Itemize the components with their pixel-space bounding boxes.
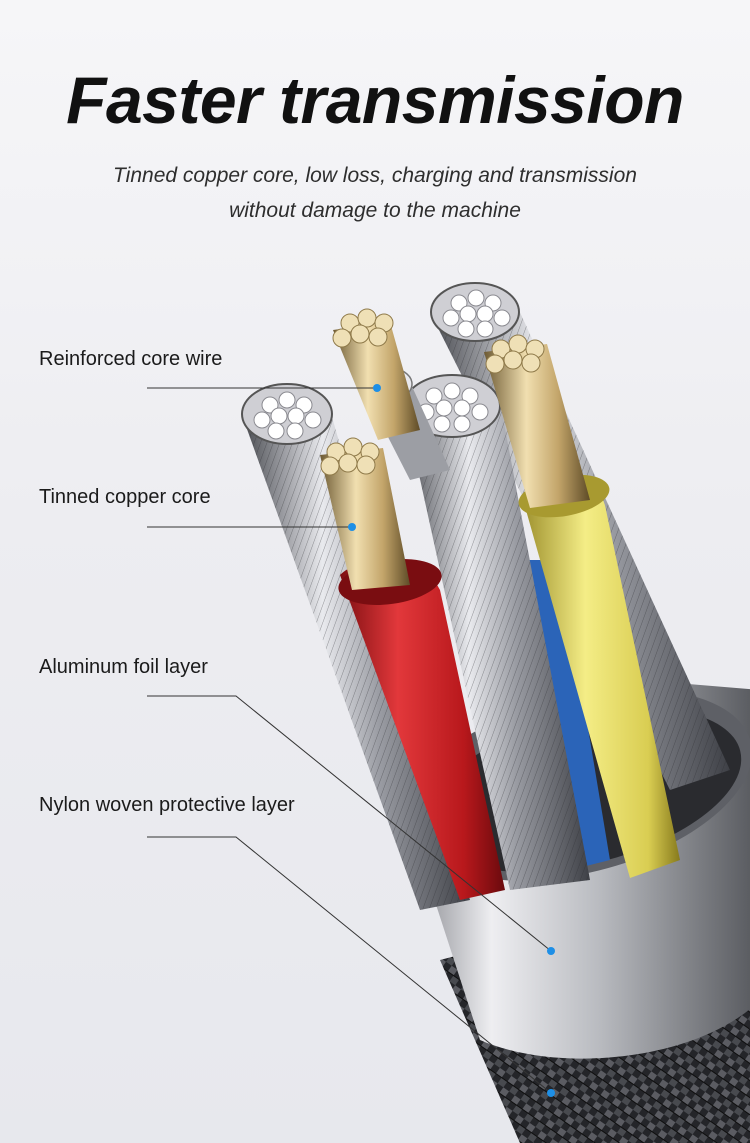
callout-dot-reinforced-core (373, 384, 381, 392)
subtitle-line-1: Tinned copper core, low loss, charging a… (113, 164, 637, 187)
tinned-copper-strands-left (320, 437, 410, 590)
subtitle-line-2: without damage to the machine (229, 199, 521, 222)
label-tinned-copper-core: Tinned copper core (39, 486, 211, 508)
headline: Faster transmission (66, 63, 684, 137)
silver-strand-bundle-left (241, 383, 470, 910)
label-nylon-woven-protective-layer: Nylon woven protective layer (39, 794, 295, 816)
callout-dot-aluminum-foil (547, 947, 555, 955)
silver-strand-bundle-middle (403, 374, 590, 890)
callout-dot-nylon-braid (547, 1089, 555, 1097)
callout-dot-tinned-copper (348, 523, 356, 531)
label-reinforced-core-wire: Reinforced core wire (39, 348, 223, 370)
callout-leaders (147, 387, 552, 1094)
leader-line-nylon-braid (147, 836, 552, 1094)
tinned-copper-strands-top (332, 308, 420, 440)
label-aluminum-foil-layer: Aluminum foil layer (39, 656, 208, 678)
leader-line-aluminum-foil (147, 695, 552, 952)
callout-dots (348, 384, 555, 1097)
tinned-copper-strands-right (484, 334, 590, 508)
